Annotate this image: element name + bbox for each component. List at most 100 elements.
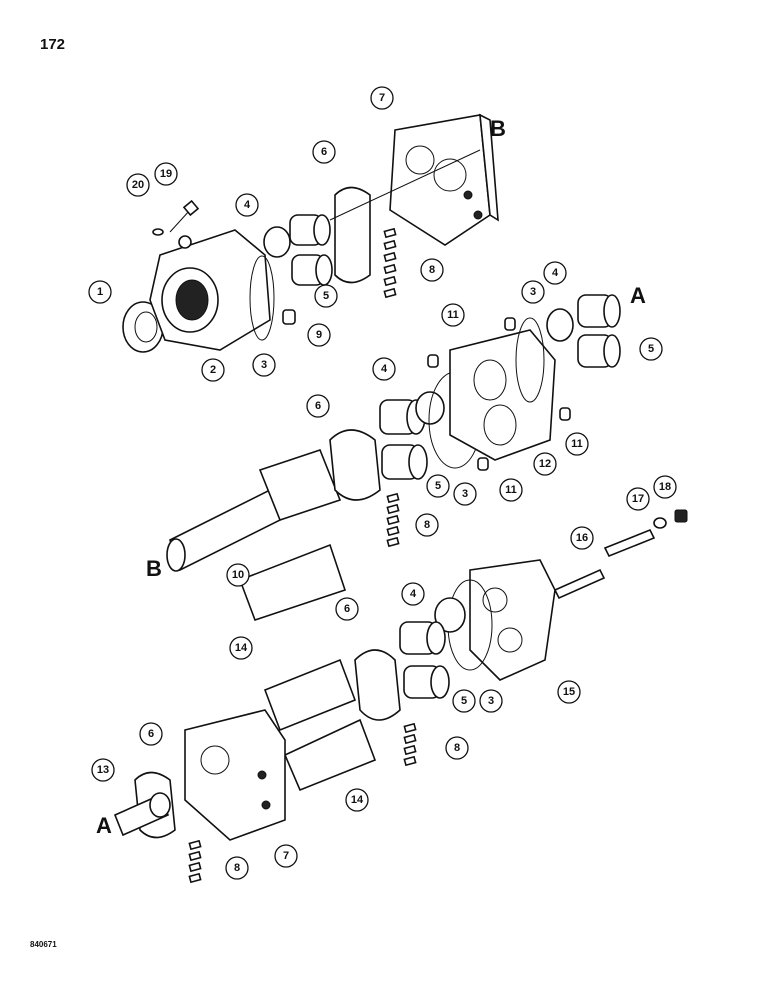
callout-label: 11 bbox=[571, 438, 583, 450]
callout-3: 3 bbox=[453, 482, 477, 506]
bearing-part bbox=[399, 621, 450, 699]
callout-label: 5 bbox=[435, 480, 441, 492]
callout-5: 5 bbox=[639, 337, 663, 361]
callout-12: 12 bbox=[533, 452, 557, 476]
dowel-part bbox=[477, 457, 489, 471]
callout-label: 20 bbox=[132, 179, 144, 191]
callout-8: 8 bbox=[420, 258, 444, 282]
dowel-part bbox=[559, 407, 571, 421]
callout-3: 3 bbox=[252, 353, 276, 377]
callout-circle bbox=[565, 432, 589, 456]
callout-label: 3 bbox=[488, 695, 494, 707]
ring-part bbox=[434, 597, 466, 633]
callout-circle bbox=[139, 722, 163, 746]
callout-label: 8 bbox=[234, 862, 240, 874]
drive-gear-part bbox=[113, 792, 171, 837]
callout-5: 5 bbox=[314, 284, 338, 308]
callout-circle bbox=[154, 162, 178, 186]
callout-6: 6 bbox=[312, 140, 336, 164]
callout-circle bbox=[639, 337, 663, 361]
callout-label: 15 bbox=[563, 686, 575, 698]
ring-part bbox=[546, 308, 574, 342]
callout-4: 4 bbox=[401, 582, 425, 606]
callout-label: 3 bbox=[261, 359, 267, 371]
callout-circle bbox=[521, 280, 545, 304]
callout-label: 8 bbox=[424, 519, 430, 531]
callout-circle bbox=[452, 689, 476, 713]
reference-letter-a: A bbox=[96, 813, 112, 838]
callout-circle bbox=[533, 452, 557, 476]
callout-circle bbox=[370, 86, 394, 110]
wear-plate-part bbox=[354, 649, 401, 721]
callout-label: 4 bbox=[410, 588, 417, 600]
callout-label: 6 bbox=[148, 728, 154, 740]
callout-label: 7 bbox=[379, 92, 385, 104]
callout-label: 14 bbox=[235, 642, 248, 654]
drive-shaft-part bbox=[166, 449, 347, 622]
callout-circle bbox=[453, 482, 477, 506]
callout-label: 9 bbox=[316, 329, 322, 341]
callout-10: 10 bbox=[226, 563, 250, 587]
callout-label: 3 bbox=[530, 286, 536, 298]
gear-housing-part bbox=[389, 113, 499, 246]
callout-circle bbox=[312, 140, 336, 164]
callout-label: 6 bbox=[321, 146, 327, 158]
callout-label: 4 bbox=[381, 363, 388, 375]
callout-label: 8 bbox=[454, 742, 460, 754]
callout-circle bbox=[557, 680, 581, 704]
rear-cover-part bbox=[469, 559, 556, 681]
stud-part bbox=[553, 509, 688, 600]
callout-circle bbox=[499, 478, 523, 502]
callout-circle bbox=[229, 636, 253, 660]
callout-11: 11 bbox=[441, 303, 465, 327]
page-number: 172 bbox=[40, 36, 66, 53]
dowel-part bbox=[427, 354, 439, 368]
wear-plate-part bbox=[329, 429, 381, 501]
callout-6: 6 bbox=[139, 722, 163, 746]
callout-label: 10 bbox=[232, 569, 244, 581]
callout-label: 7 bbox=[283, 850, 289, 862]
callout-label: 3 bbox=[462, 488, 468, 500]
callout-5: 5 bbox=[426, 474, 450, 498]
callout-label: 12 bbox=[539, 458, 551, 470]
callout-label: 4 bbox=[244, 199, 251, 211]
callout-label: 6 bbox=[315, 400, 321, 412]
o-ring-part bbox=[515, 317, 545, 403]
reference-letter-b: B bbox=[490, 116, 506, 141]
callout-14: 14 bbox=[229, 636, 253, 660]
callout-1: 1 bbox=[88, 280, 112, 304]
callout-label: 11 bbox=[505, 484, 517, 496]
callout-circle bbox=[420, 258, 444, 282]
callout-label: 8 bbox=[429, 264, 435, 276]
dowel-part bbox=[282, 309, 296, 325]
callout-label: 1 bbox=[97, 286, 103, 298]
reference-letter-b: B bbox=[146, 556, 162, 581]
callout-circle bbox=[226, 563, 250, 587]
callout-circle bbox=[441, 303, 465, 327]
callout-circle bbox=[225, 856, 249, 880]
callout-circle bbox=[335, 597, 359, 621]
callout-label: 6 bbox=[344, 603, 350, 615]
seal-strip-part bbox=[188, 839, 202, 884]
seal-strip-part bbox=[386, 492, 400, 548]
callout-7: 7 bbox=[370, 86, 394, 110]
callout-17: 17 bbox=[626, 487, 650, 511]
callout-3: 3 bbox=[479, 689, 503, 713]
callout-4: 4 bbox=[235, 193, 259, 217]
callout-circle bbox=[401, 582, 425, 606]
gear-housing-part bbox=[184, 709, 286, 841]
callout-circle bbox=[201, 358, 225, 382]
front-flange-part bbox=[149, 229, 271, 351]
callout-7: 7 bbox=[274, 844, 298, 868]
bolt-part bbox=[152, 199, 200, 236]
bearing-part bbox=[289, 214, 333, 286]
callout-label: 18 bbox=[659, 481, 671, 493]
callout-circle bbox=[479, 689, 503, 713]
callout-label: 14 bbox=[351, 794, 364, 806]
callout-label: 4 bbox=[552, 267, 559, 279]
callout-label: 5 bbox=[648, 343, 654, 355]
callout-label: 16 bbox=[576, 532, 588, 544]
seal-strip-part bbox=[383, 227, 397, 299]
callout-circle bbox=[306, 394, 330, 418]
